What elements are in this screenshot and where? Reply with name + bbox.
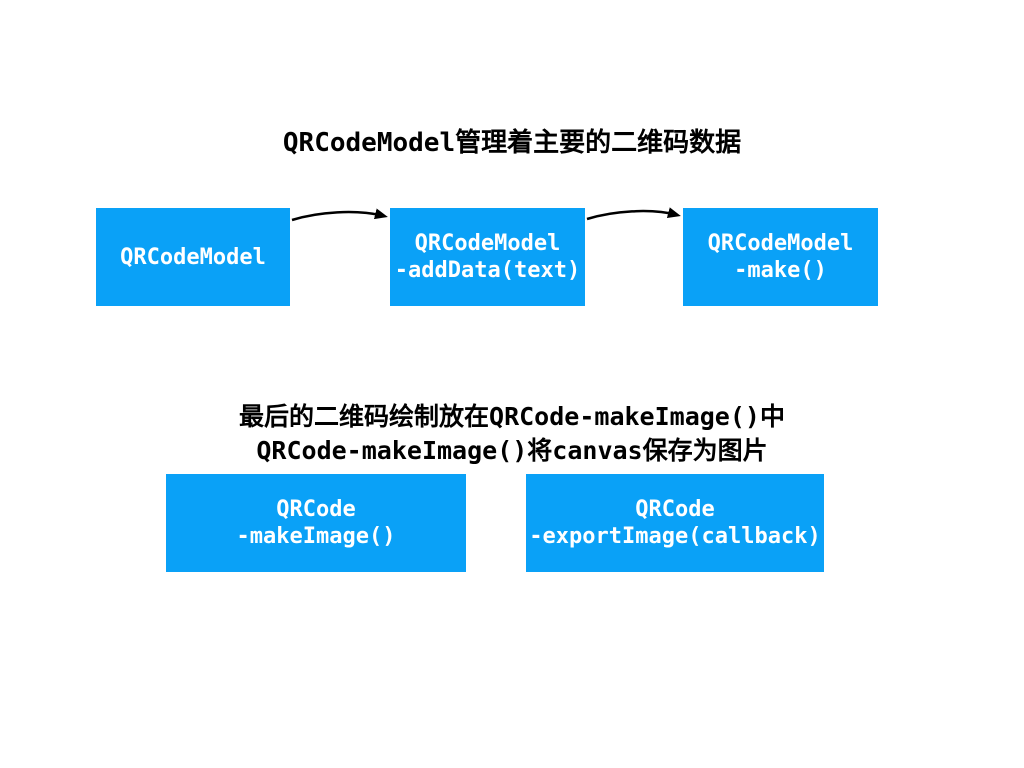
bottom-section-title-line1: 最后的二维码绘制放在QRCode-makeImage()中 <box>239 402 785 431</box>
bottom-section-title-line2: QRCode-makeImage()将canvas保存为图片 <box>256 436 768 465</box>
box-qrcodemodel-adddata: QRCodeModel -addData(text) <box>390 208 585 306</box>
top-section-title: QRCodeModel管理着主要的二维码数据 <box>282 128 742 158</box>
box-label-line: -makeImage() <box>236 524 396 549</box>
box-qrcodemodel-make: QRCodeModel -make() <box>683 208 878 306</box>
arrow-box1-to-box2 <box>291 208 388 222</box>
box-label-line: QRCodeModel <box>414 231 561 256</box>
arrow-box2-to-box3 <box>586 207 681 221</box>
box-label-line: QRCode <box>276 497 356 522</box>
box-label-line: -addData(text) <box>394 258 581 283</box>
box-qrcode-makeimage: QRCode -makeImage() <box>166 474 466 572</box>
bottom-section-title: 最后的二维码绘制放在QRCode-makeImage()中 QRCode-mak… <box>0 400 1024 468</box>
box-qrcodemodel: QRCodeModel <box>96 208 290 306</box>
box-label-line: QRCodeModel <box>120 244 266 270</box>
box-label-line: -make() <box>734 258 827 283</box>
box-label-line: -exportImage(callback) <box>529 524 821 549</box>
box-label-line: QRCode <box>635 497 715 522</box>
box-label-line: QRCodeModel <box>707 231 854 256</box>
box-qrcode-exportimage: QRCode -exportImage(callback) <box>526 474 824 572</box>
